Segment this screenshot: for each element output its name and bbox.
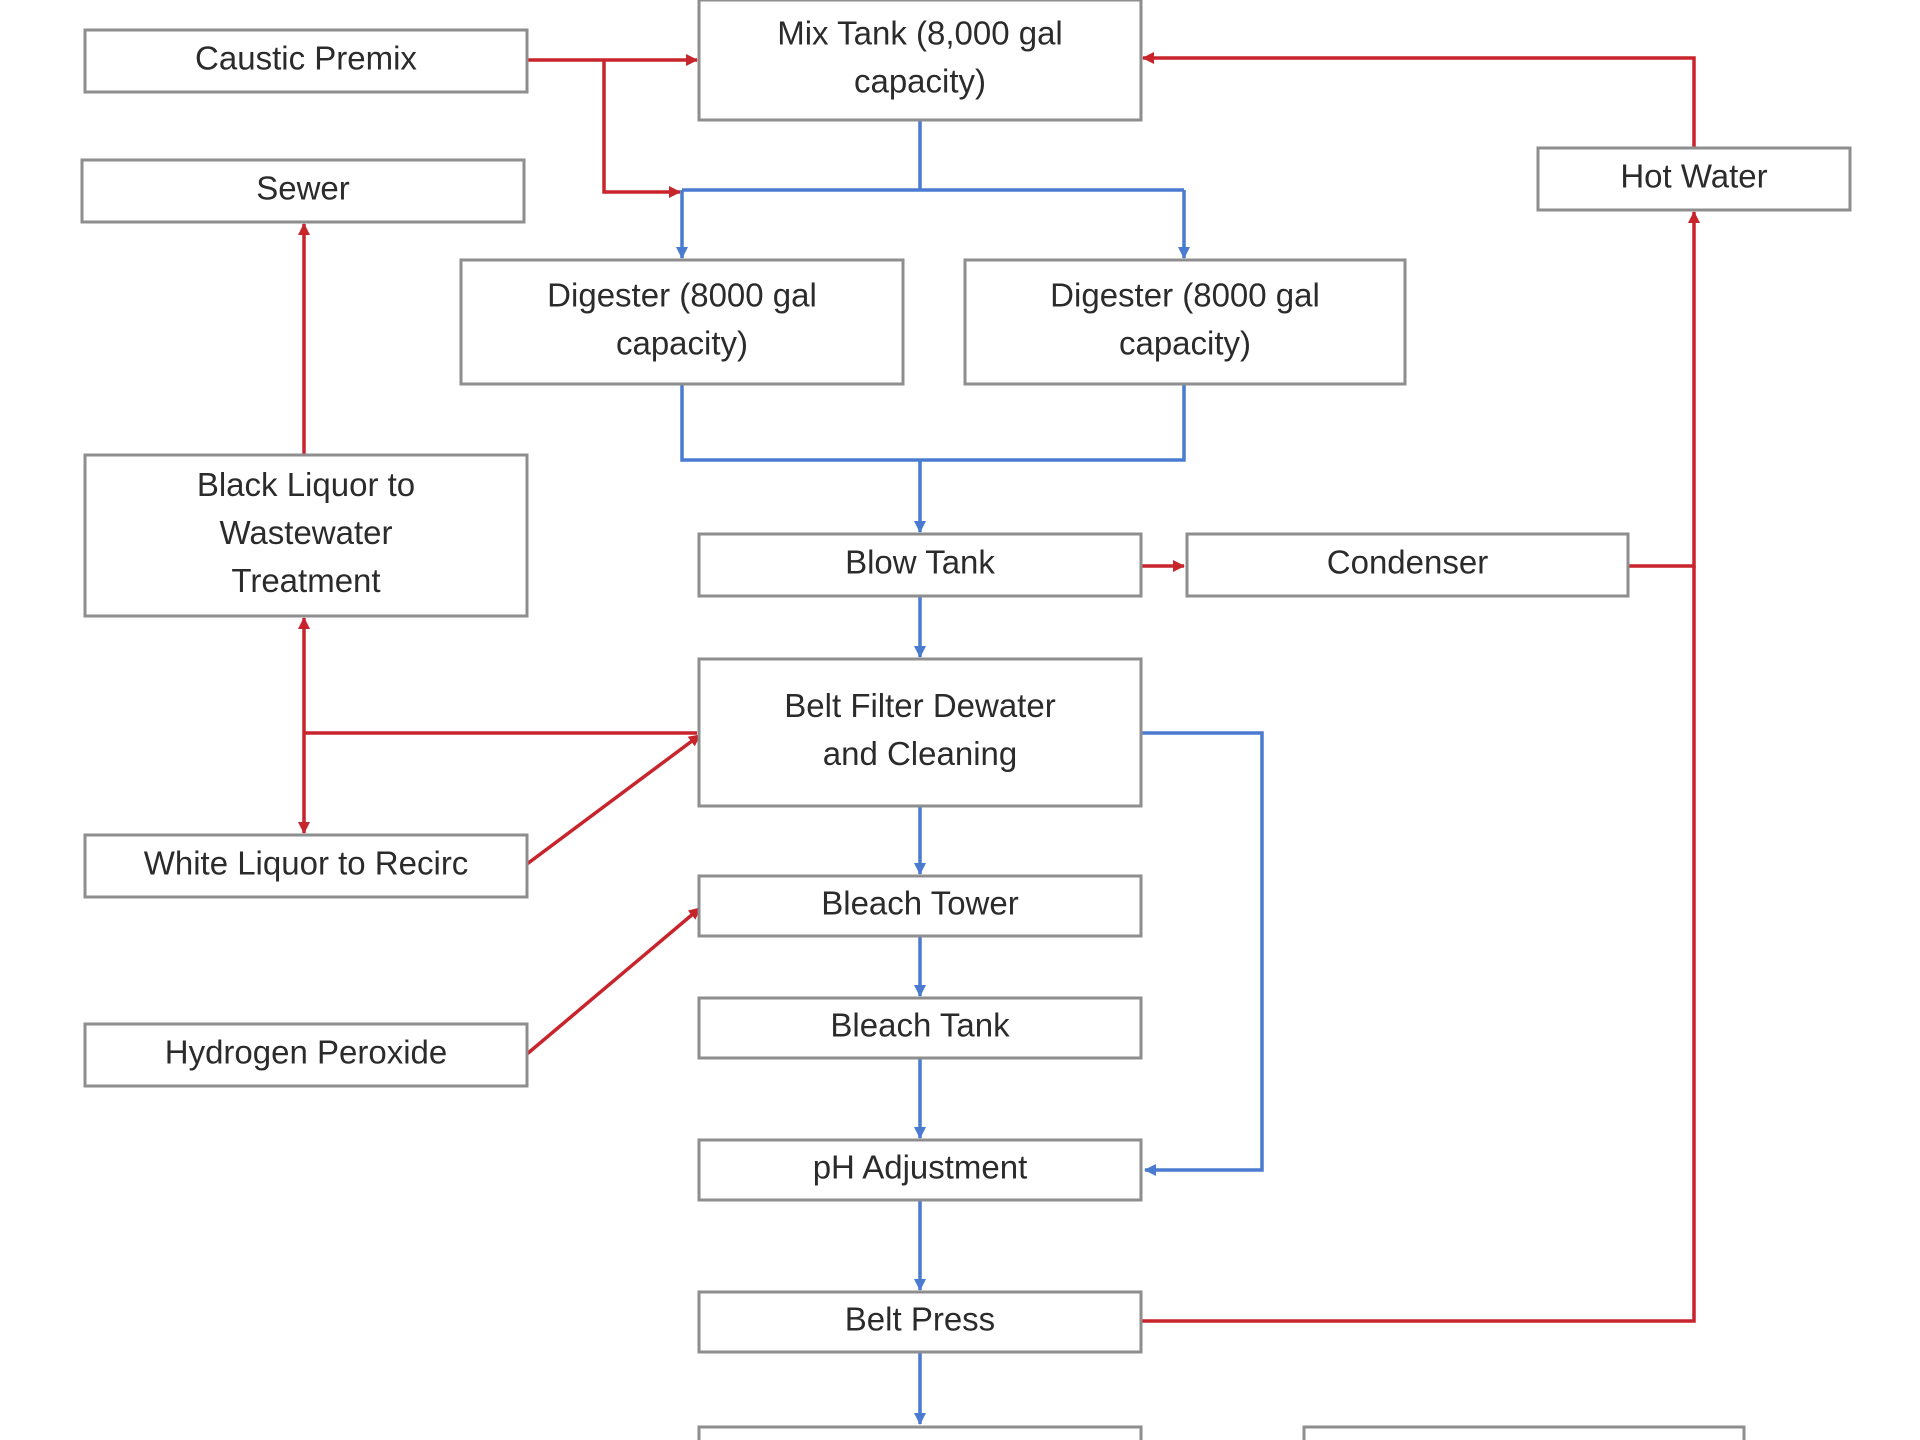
node-belt-filter: Belt Filter Dewater and Cleaning xyxy=(697,657,1143,808)
node-label-line: Bleach Tower xyxy=(821,885,1019,922)
node-box xyxy=(697,657,1143,808)
node-box xyxy=(83,833,529,899)
node-box xyxy=(963,258,1407,386)
node-hot-water: Hot Water xyxy=(1536,146,1852,212)
node-box xyxy=(83,28,529,94)
node-bleach-tank: Bleach Tank xyxy=(697,996,1143,1060)
node-caustic-premix: Caustic Premix xyxy=(83,28,529,94)
node-label-line: Blow Tank xyxy=(845,544,995,581)
node-label-line: Bleach Tank xyxy=(830,1007,1010,1044)
node-label-line: Caustic Premix xyxy=(195,40,417,77)
node-box xyxy=(459,258,905,386)
node-box xyxy=(83,453,529,618)
edge-white-liquor-to-belt-filter xyxy=(525,733,702,866)
edge-hot-water-to-mix-tank xyxy=(1142,52,1696,148)
edge-belt-press-to-hot-water xyxy=(1140,566,1696,1323)
node-label-line: Hot Water xyxy=(1620,158,1767,195)
node-hydrogen-peroxide: Hydrogen Peroxide xyxy=(83,1022,529,1088)
node-box xyxy=(697,0,1143,122)
node-label-line: capacity) xyxy=(616,325,748,362)
edge-digesters-merge xyxy=(680,384,1186,462)
process-flow-connectors xyxy=(676,120,1264,1425)
edge-caustic-to-digesters xyxy=(602,60,681,198)
node-sewer: Sewer xyxy=(80,158,526,224)
node-label-line: Treatment xyxy=(231,562,380,599)
node-label-line: Digester (8000 gal xyxy=(1050,277,1320,314)
node-digester-right: Digester (8000 gal capacity) xyxy=(963,258,1407,386)
edge-mix-tank-to-digesters xyxy=(682,120,1184,192)
node-ph-adjustment: pH Adjustment xyxy=(697,1138,1143,1202)
node-mix-tank: Mix Tank (8,000 gal capacity) xyxy=(697,0,1143,122)
node-box xyxy=(83,1022,529,1088)
node-label-line: Wastewater xyxy=(220,514,393,551)
node-box xyxy=(697,1425,1143,1440)
node-label-line: Hydrogen Peroxide xyxy=(165,1034,448,1071)
edge-peroxide-to-bleach-tower xyxy=(525,906,702,1056)
node-label-line: capacity) xyxy=(854,63,986,100)
node-label-line: Digester (8000 gal xyxy=(547,277,817,314)
node-label-line: Condenser xyxy=(1327,544,1488,581)
node-label-line: Sewer xyxy=(256,170,350,207)
edge-belt-filter-bypass-to-ph xyxy=(1140,731,1264,1176)
node-label-line: Black Liquor to xyxy=(197,466,415,503)
node-box xyxy=(697,1290,1143,1354)
node-bottom-right-partial xyxy=(1302,1425,1746,1440)
node-box xyxy=(697,532,1143,598)
node-box xyxy=(697,996,1143,1060)
node-digester-left: Digester (8000 gal capacity) xyxy=(459,258,905,386)
node-white-liquor-recirc: White Liquor to Recirc xyxy=(83,833,529,899)
node-label-line: White Liquor to Recirc xyxy=(144,845,469,882)
node-label-line: Belt Press xyxy=(845,1301,995,1338)
node-bleach-tower: Bleach Tower xyxy=(697,874,1143,938)
node-label-line: Mix Tank (8,000 gal xyxy=(777,15,1063,52)
node-box xyxy=(1185,532,1630,598)
node-condenser: Condenser xyxy=(1185,532,1630,598)
node-label-line: and Cleaning xyxy=(823,735,1018,772)
edge-condenser-to-hot-water xyxy=(1628,211,1700,568)
node-blow-tank: Blow Tank xyxy=(697,532,1143,598)
node-box xyxy=(1302,1425,1746,1440)
node-bottom-left-partial xyxy=(697,1425,1143,1440)
node-label-line: Belt Filter Dewater xyxy=(784,687,1055,724)
node-box xyxy=(1536,146,1852,212)
node-label-line: capacity) xyxy=(1119,325,1251,362)
node-box xyxy=(80,158,526,224)
node-box xyxy=(697,874,1143,938)
node-belt-press: Belt Press xyxy=(697,1290,1143,1354)
utility-flow-connectors xyxy=(298,52,1700,1323)
node-label-line: pH Adjustment xyxy=(813,1149,1028,1186)
node-box xyxy=(697,1138,1143,1202)
